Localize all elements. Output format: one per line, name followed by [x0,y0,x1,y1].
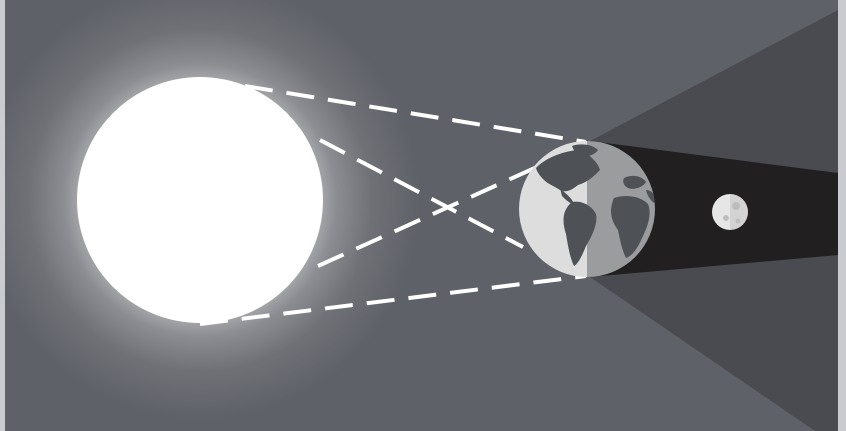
light-rays [199,84,587,326]
ray-upper-outer [244,84,587,144]
ray-lower-outer [199,274,587,326]
ray-upper-cross [319,138,524,249]
sun [77,77,323,323]
moon-craters [723,194,748,230]
ray-lower-cross [317,160,549,268]
continents [536,144,655,266]
earth [519,141,655,277]
moon [712,194,748,230]
